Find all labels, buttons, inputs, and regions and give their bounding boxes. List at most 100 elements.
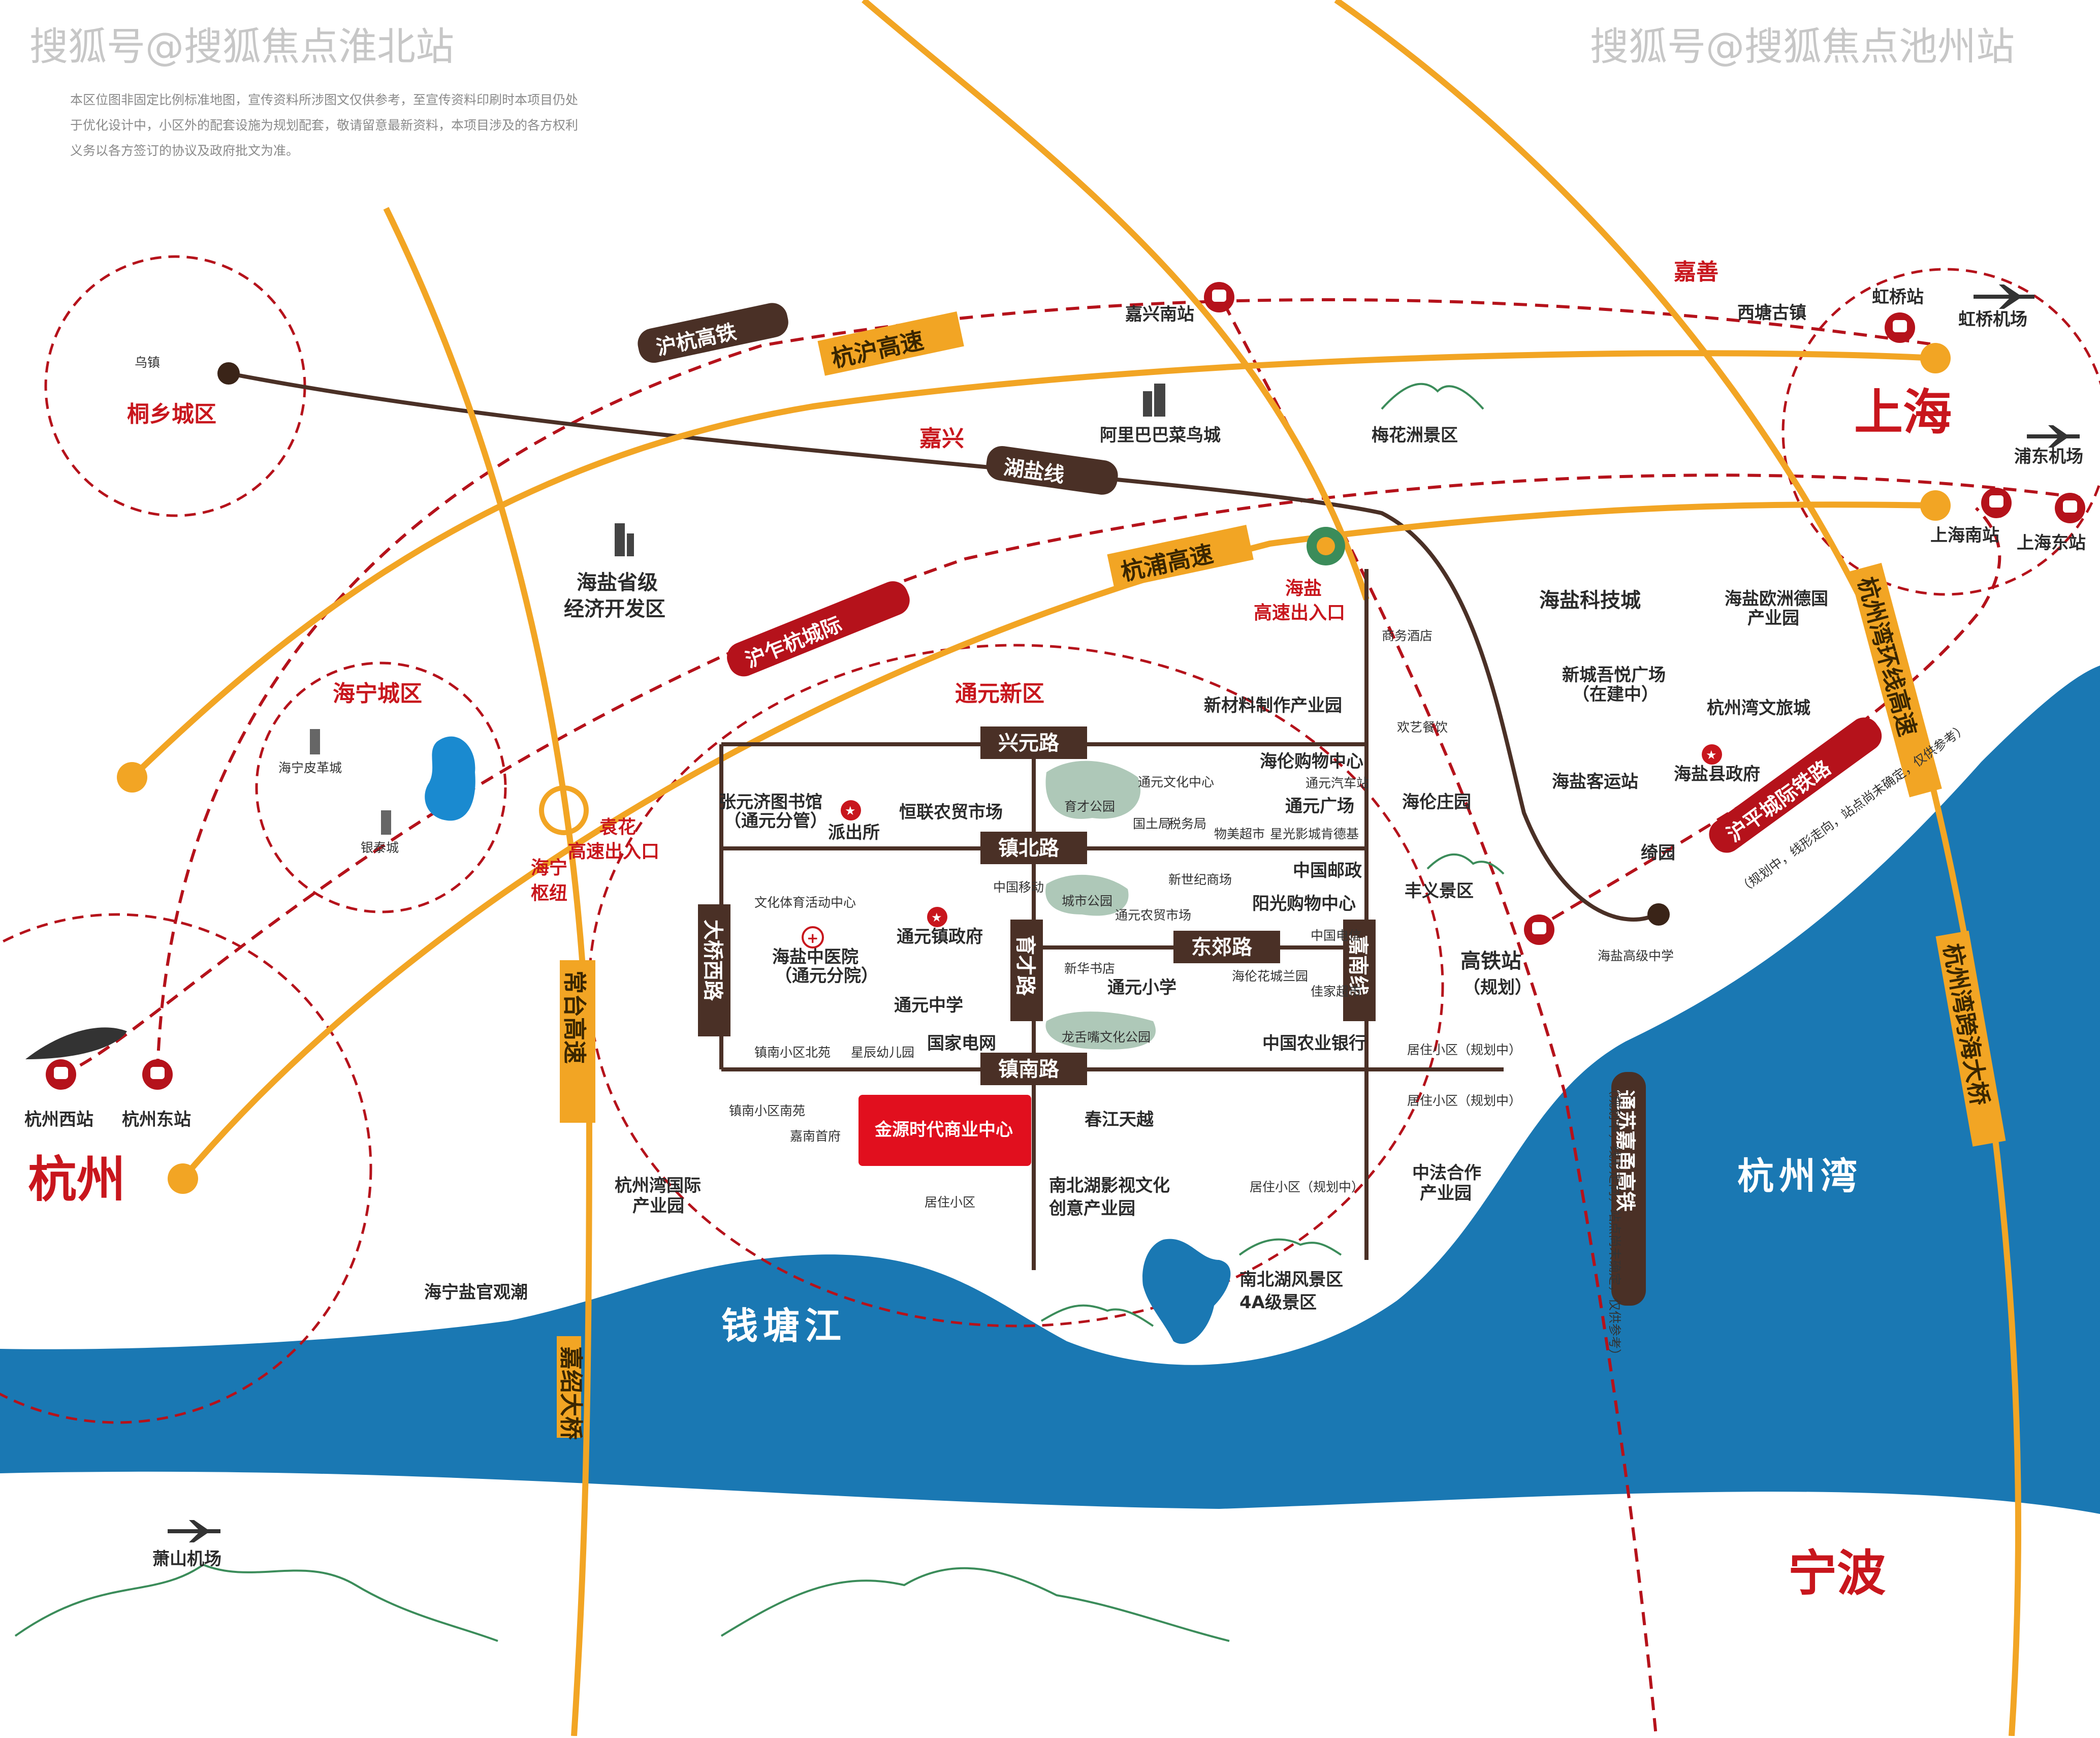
label-telecom: 中国电信: [1311, 928, 1361, 943]
label-china-post: 中国邮政: [1293, 861, 1362, 881]
label-city-park: 城市公园: [1062, 894, 1112, 908]
tag-jiashao: 嘉绍大桥: [557, 1346, 585, 1440]
label-hotel: 商务酒店: [1382, 628, 1433, 643]
label-jiaxing-south: 嘉兴南站: [1125, 304, 1194, 325]
label-shanghai-south: 上海南站: [1930, 525, 1999, 546]
haiyan-terminal: [1647, 903, 1670, 926]
hz-west-station[interactable]: [46, 1059, 76, 1090]
label-tech-city: 海盐科技城: [1539, 589, 1641, 612]
disclaimer-line-3: 义务以各方签订的协议及政府批文为准。: [70, 143, 299, 158]
shanghai-east-station[interactable]: [2055, 493, 2085, 523]
label-hongqiao-airport: 虹桥机场: [1958, 309, 2027, 330]
tag-changtai: 常台高速: [561, 970, 588, 1064]
svg-text:★: ★: [931, 910, 942, 925]
label-hospital-1: 海盐中医院: [772, 947, 858, 967]
building-icon: [381, 810, 391, 835]
huzhahang-rail: [60, 473, 2083, 1076]
fengyi-mountain: [1426, 854, 1505, 875]
disclaimer-line-1: 本区位图非固定比例标准地图，宣传资料所涉图文仅供参考，至宣传资料印刷时本项目仍处: [70, 92, 578, 107]
label-library-1: 张元济图书馆: [719, 792, 822, 812]
airplane-icon: [168, 1520, 220, 1542]
tag-tongsu: 通苏嘉甬高铁: [1613, 1090, 1637, 1212]
label-north-garden: 镇南小区北苑: [754, 1045, 831, 1060]
upper-highway: [862, 0, 1370, 601]
label-europe-2: 产业园: [1747, 608, 1799, 628]
watermark-left: 搜狐号@搜狐焦点淮北站: [29, 24, 454, 69]
label-hz-bay-park-2: 产业园: [632, 1196, 684, 1216]
label-haining-hub-1: 海宁: [531, 858, 567, 878]
tag-yucai: 育才路: [1013, 935, 1037, 996]
label-china-mobile: 中国移动: [993, 880, 1044, 895]
label-jiayu: 佳家超市: [1311, 984, 1361, 999]
building-icon: [615, 523, 634, 556]
hz-east-station[interactable]: [142, 1059, 173, 1090]
label-chunjiang: 春江天越: [1085, 1110, 1154, 1130]
note-tongsu: （规划中，线形走向，站点尚未确定，仅供参考）: [1607, 1082, 1622, 1362]
disclaimer-line-2: 于优化设计中，小区外的配套设施为规划配套，敬请留意最新资料，本项目涉及的各方权利: [70, 118, 578, 133]
mountain-left: [14, 1563, 498, 1642]
tag-xingyuan: 兴元路: [998, 732, 1060, 755]
police-star-icon: ★: [841, 800, 861, 820]
svg-text:★: ★: [845, 804, 856, 818]
label-haiyan-dev-1: 海盐省级: [577, 571, 658, 594]
label-library-2: （通元分管）: [724, 811, 828, 831]
local-roads: [719, 569, 1504, 1270]
label-nanbei-film-2: 创意产业园: [1048, 1198, 1135, 1219]
jiaxing-south-station[interactable]: [1204, 282, 1234, 312]
hangpu-highway: [180, 501, 1936, 1181]
shanghai-south-station[interactable]: [1981, 488, 2012, 518]
shanghai-endpoint-2: [1920, 490, 1951, 521]
nanbei-lake: [1142, 1239, 1231, 1344]
wuzhen-terminal: [217, 362, 240, 385]
label-jiaxing: 嘉兴: [919, 426, 964, 452]
tag-dongjiao: 东郊路: [1191, 936, 1253, 959]
mountains: [14, 383, 1505, 1642]
label-haiyan-exit-1: 海盐: [1285, 578, 1322, 599]
label-resident-plan3: 居住小区（规划中）: [1250, 1180, 1364, 1194]
yucai-park-shape: [1045, 761, 1141, 819]
label-police: 派出所: [828, 823, 880, 843]
label-haiyan-high: 海盐高级中学: [1598, 949, 1674, 963]
label-yucai-park: 育才公园: [1064, 799, 1115, 814]
label-tongyuan-square: 通元广场: [1285, 796, 1354, 816]
label-auto-station: 通元汽车站: [1306, 776, 1369, 791]
project-box[interactable]: [858, 1095, 1031, 1166]
label-grid: 国家电网: [927, 1033, 996, 1054]
label-xinhua: 新华书店: [1064, 961, 1115, 976]
city-park-shape: [1045, 874, 1129, 916]
tag-zhenbei: 镇北路: [998, 837, 1060, 860]
label-wuyue-1: 新城吾悦广场: [1562, 665, 1666, 685]
label-wumei: 物美超市: [1214, 827, 1265, 841]
hongqiao-station[interactable]: [1885, 312, 1915, 343]
label-hsr-2: （规划）: [1463, 977, 1532, 998]
label-primary: 通元小学: [1107, 977, 1176, 998]
tongxiang-circle: [44, 255, 306, 517]
label-bus-station: 海盐客运站: [1552, 772, 1638, 792]
label-kfc: 肯德基: [1321, 827, 1359, 841]
water-hzbay: 杭州湾: [1737, 1155, 1862, 1197]
city-hangzhou: 杭州: [28, 1151, 125, 1208]
city-ningbo: 宁波: [1788, 1545, 1886, 1602]
building-icon: [1143, 384, 1165, 417]
qiantang-river: [0, 666, 2100, 1514]
road-tags: 兴元路 镇北路 镇南路 东郊路 大桥西路 育才路 嘉南线: [698, 726, 1376, 1085]
city-shanghai: 上海: [1854, 384, 1952, 441]
label-pige: 海宁皮革城: [278, 761, 342, 775]
label-market: 恒联农贸市场: [899, 802, 1003, 823]
haining-hub-icon: [539, 785, 589, 835]
label-yuanhua-exit-2: 高速出入口: [568, 841, 659, 862]
hangzhou-endpoint: [168, 1163, 198, 1194]
label-xinshiji: 新世纪商场: [1168, 872, 1232, 887]
water-qiantang: 钱塘江: [721, 1305, 846, 1347]
label-bay-culture: 杭州湾文旅城: [1707, 698, 1810, 718]
hangzhou-circle: [0, 913, 372, 1424]
haiyan-hsr-station[interactable]: [1524, 914, 1554, 945]
label-longshe-park: 龙舌嘴文化公园: [1062, 1030, 1151, 1045]
label-qiyuan: 绮园: [1641, 843, 1675, 863]
meihua-mountain: [1381, 383, 1484, 410]
huhai-line: [228, 371, 1657, 922]
label-hsr-1: 高铁站: [1460, 950, 1521, 973]
label-middle: 通元中学: [894, 995, 963, 1016]
label-zhongfa-2: 产业园: [1420, 1183, 1472, 1204]
